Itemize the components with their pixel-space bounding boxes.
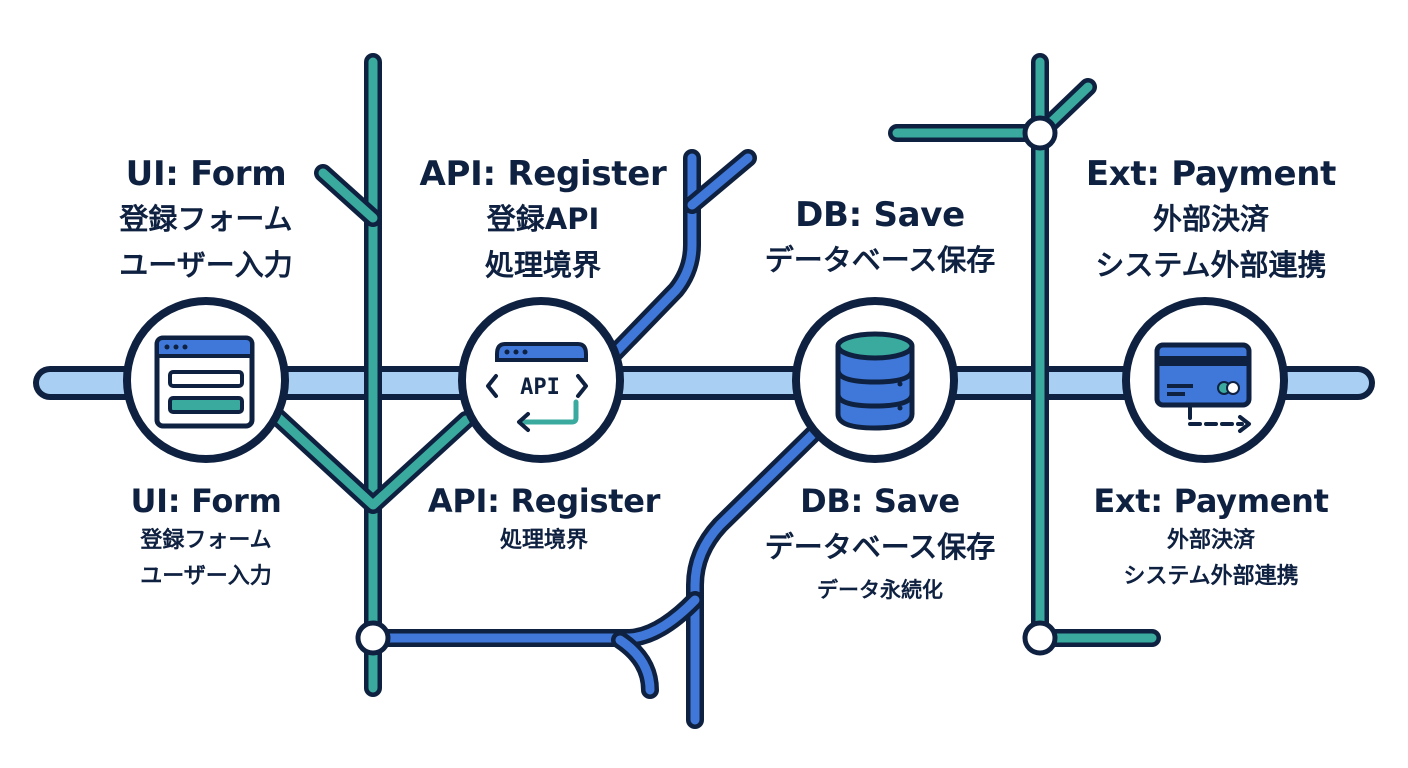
db-top-line-1: データベース保存 [764,243,996,277]
db-bottom-label: DB: Save データベース保存 データ永続化 [765,479,996,609]
form-window-icon [154,335,255,429]
ui-top-title: UI: Form [125,154,287,194]
ext-bottom-label: Ext: Payment 外部決済 システム外部連携 [1093,479,1329,595]
teal-line-left [261,53,475,697]
blue-line-lower [364,423,824,729]
api-window-icon: API [486,342,588,432]
ext-top-label: Ext: Payment 外部決済 システム外部連携 [1085,152,1337,288]
junction-node [1022,620,1058,656]
credit-card-icon [1154,342,1252,433]
ext-top-line-1: 外部決済 [1152,202,1270,236]
ui-top-label: UI: Form 登録フォーム ユーザー入力 [119,152,292,288]
database-icon [835,331,915,431]
ext-top-title: Ext: Payment [1085,154,1337,194]
ext-bottom-line-2: システム外部連携 [1123,564,1299,589]
api-icon-text: API [520,375,560,400]
ui-top-line-2: ユーザー入力 [119,248,293,282]
api-top-label: API: Register 登録API 処理境界 [420,152,667,288]
db-bottom-line-2: データ永続化 [817,578,943,602]
ui-bottom-title: UI: Form [130,482,282,520]
station-ui [123,297,289,463]
ext-bottom-line-1: 外部決済 [1166,528,1256,553]
api-top-line-1: 登録API [486,202,600,236]
blue-line-upper [603,149,757,365]
ui-top-line-1: 登録フォーム [119,202,293,236]
api-bottom-title: API: Register [427,482,661,520]
api-bottom-line-1: 処理境界 [499,528,588,553]
station-db [792,297,958,463]
db-top-title: DB: Save [795,195,965,235]
ui-bottom-label: UI: Form 登録フォーム ユーザー入力 [130,479,281,595]
ext-bottom-title: Ext: Payment [1093,482,1329,520]
junction-node [355,620,391,656]
db-bottom-line-1: データベース保存 [764,530,996,564]
ui-bottom-line-2: ユーザー入力 [140,564,272,589]
db-bottom-title: DB: Save [800,482,960,520]
teal-line-right [888,53,1161,647]
api-bottom-label: API: Register 処理境界 [427,479,661,559]
api-top-title: API: Register [419,154,667,194]
api-top-line-2: 処理境界 [484,248,601,282]
ui-bottom-line-1: 登録フォーム [140,528,272,553]
station-ext [1122,297,1288,463]
junction-node [1022,115,1058,151]
station-api: API [458,297,624,463]
ext-top-line-2: システム外部連携 [1095,248,1327,282]
db-top-label: DB: Save データベース保存 [765,193,996,283]
